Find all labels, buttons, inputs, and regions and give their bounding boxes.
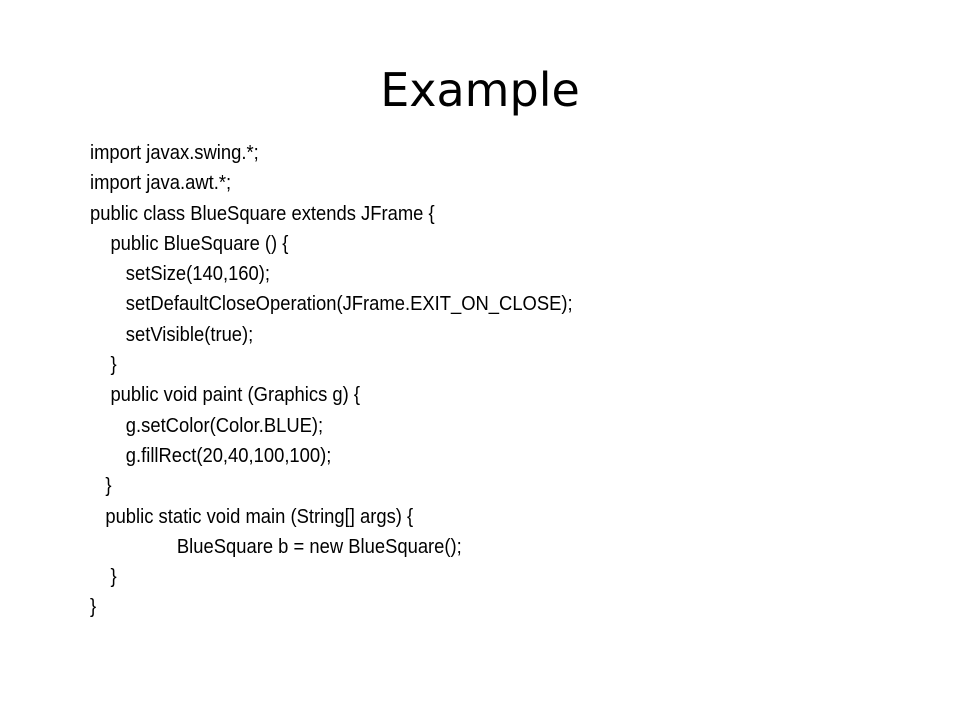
code-line: import java.awt.*; — [90, 172, 232, 195]
code-line: setDefaultCloseOperation(JFrame.EXIT_ON_… — [90, 293, 573, 316]
code-line: setSize(140,160); — [90, 263, 271, 286]
code-line: } — [90, 354, 117, 377]
code-line: import javax.swing.*; — [90, 142, 259, 164]
code-line: public BlueSquare () { — [90, 232, 289, 255]
code-block: import javax.swing.*; import java.awt.*;… — [90, 138, 930, 623]
code-line: public void paint (Graphics g) { — [90, 384, 361, 407]
slide-title: Example — [380, 63, 580, 117]
code-line: setVisible(true); — [90, 323, 254, 346]
code-line: } — [90, 566, 117, 589]
code-line: g.setColor(Color.BLUE); — [90, 414, 324, 437]
code-line: } — [90, 596, 97, 619]
code-line: } — [90, 475, 112, 498]
code-line: public static void main (String[] args) … — [90, 505, 414, 528]
code-line: public class BlueSquare extends JFrame { — [90, 202, 435, 225]
code-line: g.fillRect(20,40,100,100); — [90, 444, 332, 467]
code-line: BlueSquare b = new BlueSquare(); — [90, 535, 462, 558]
